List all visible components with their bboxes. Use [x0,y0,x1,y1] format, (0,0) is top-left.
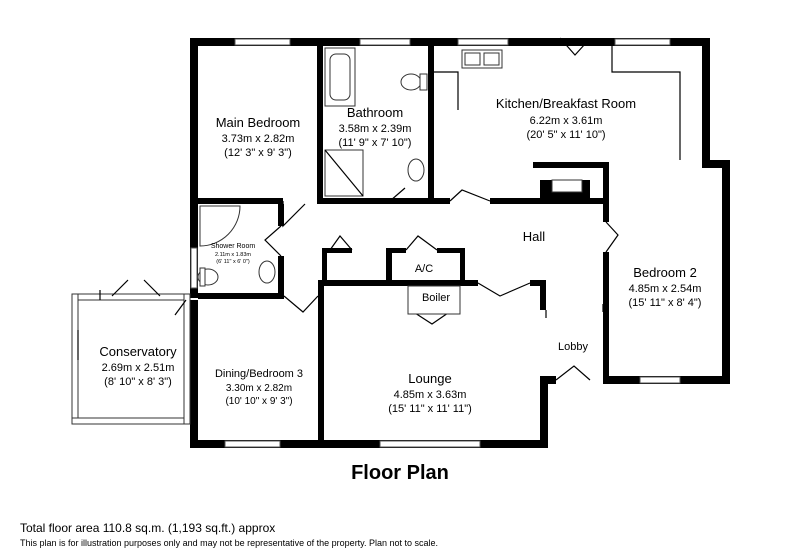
room-bathroom: Bathroom 3.58m x 2.39m (11' 9" x 7' 10") [339,105,412,149]
kitchen-metric: 6.22m x 3.61m [530,115,603,127]
windows [190,38,681,448]
bath-fixtures [324,47,428,197]
shower-room-name: Shower Room [211,243,256,250]
lounge-name: Lounge [408,371,451,386]
conservatory-frame [71,279,191,425]
bedroom2-metric: 4.85m x 2.54m [629,283,702,295]
lobby-name: Lobby [558,341,588,353]
doors [174,37,619,381]
bathroom-name: Bathroom [347,105,403,120]
bedroom2-name: Bedroom 2 [633,265,697,280]
room-lounge: Lounge 4.85m x 3.63m (15' 11" x 11' 11") [388,371,472,415]
room-kitchen: Kitchen/Breakfast Room 6.22m x 3.61m (20… [496,96,636,141]
lounge-imperial: (15' 11" x 11' 11") [388,403,472,415]
disclaimer: This plan is for illustration purposes o… [20,538,439,548]
bedroom2-imperial: (15' 11" x 8' 4") [629,297,702,309]
boiler-cupboard [407,285,461,315]
kitchen-fixtures [434,46,681,193]
room-dining: Dining/Bedroom 3 3.30m x 2.82m (10' 10" … [215,368,303,407]
shower-fixtures [197,205,276,287]
ac-label: A/C [415,263,433,275]
boiler-label: Boiler [422,292,450,304]
conservatory-imperial: (8' 10" x 8' 3") [104,376,172,388]
room-shower: Shower Room 2.11m x 1.83m (6' 11" x 6' 0… [211,243,256,265]
lounge-metric: 4.85m x 3.63m [394,389,467,401]
main-bedroom-name: Main Bedroom [216,115,301,130]
main-bedroom-imperial: (12' 3" x 9' 3") [224,147,292,159]
plan-title: Floor Plan [351,462,449,484]
shower-room-imperial: (6' 11" x 6' 0") [216,259,250,265]
shower-room-metric: 2.11m x 1.83m [215,252,251,258]
bathroom-metric: 3.58m x 2.39m [339,123,412,135]
main-bedroom-metric: 3.73m x 2.82m [222,133,295,145]
conservatory-name: Conservatory [99,344,177,359]
hall-name: Hall [523,229,546,244]
kitchen-name: Kitchen/Breakfast Room [496,96,636,111]
bathroom-imperial: (11' 9" x 7' 10") [339,137,412,149]
total-floor-area: Total floor area 110.8 sq.m. (1,193 sq.f… [20,521,276,535]
dining-name: Dining/Bedroom 3 [215,368,303,380]
room-conservatory: Conservatory 2.69m x 2.51m (8' 10" x 8' … [99,344,177,388]
room-main-bedroom: Main Bedroom 3.73m x 2.82m (12' 3" x 9' … [216,115,301,159]
dining-metric: 3.30m x 2.82m [226,383,292,394]
room-bedroom2: Bedroom 2 4.85m x 2.54m (15' 11" x 8' 4"… [629,265,702,309]
conservatory-metric: 2.69m x 2.51m [102,362,175,374]
kitchen-imperial: (20' 5" x 11' 10") [526,129,605,141]
dining-imperial: (10' 10" x 9' 3") [225,396,292,407]
